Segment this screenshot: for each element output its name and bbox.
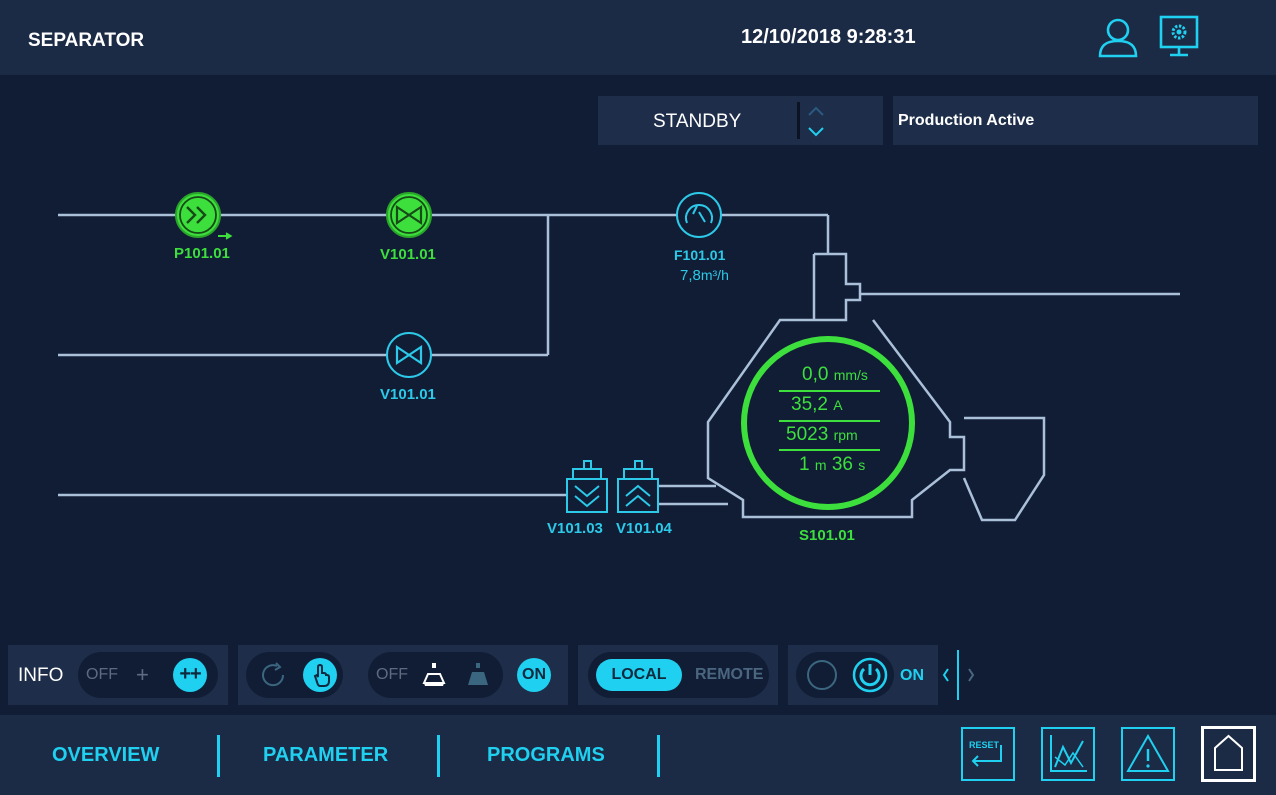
reset-icon-text: RESET: [969, 740, 1000, 750]
flowmeter-f101-01-label: F101.01: [674, 247, 726, 263]
vibration-unit: mm/s: [833, 367, 868, 383]
bowl-control-panel: OFF ON: [238, 645, 568, 705]
nav-programs[interactable]: PROGRAMS: [487, 744, 605, 766]
location-control-panel: LOCAL REMOTE: [578, 645, 778, 705]
mode-label: STANDBY: [653, 111, 742, 132]
mode-updown-icon[interactable]: [804, 100, 828, 142]
production-status-text: Production Active: [898, 112, 1035, 129]
runtime-seconds-unit: s: [858, 457, 866, 473]
local-remote-toggle[interactable]: LOCAL REMOTE: [588, 652, 769, 698]
valve-v101-04-label: V101.04: [616, 520, 672, 537]
power-on-label: ON: [900, 667, 924, 684]
header-bar: SEPARATOR 12/10/2018 9:28:31: [0, 0, 1276, 75]
separator-s101-01-label: S101.01: [799, 527, 855, 544]
runtime-readout: 1 m 36 s: [799, 454, 865, 476]
speed-readout: 5023 rpm: [786, 424, 858, 446]
current-value: 35,2: [791, 394, 828, 415]
user-icon: [1098, 18, 1138, 58]
pipes: [58, 213, 1180, 506]
flow-rate-value: 7,8: [680, 267, 701, 284]
speed-unit: rpm: [833, 427, 858, 443]
runtime-minutes-unit: m: [814, 457, 827, 473]
bowl-toggle[interactable]: OFF: [368, 652, 503, 698]
warning-icon: [1121, 727, 1175, 781]
production-status: Production Active: [893, 96, 1258, 145]
reset-button[interactable]: RESET: [961, 727, 1015, 781]
trend-button[interactable]: [1041, 727, 1095, 781]
auto-manual-toggle[interactable]: [246, 652, 343, 698]
operation-mode-selector[interactable]: STANDBY: [598, 96, 883, 145]
flow-rate-readout: 7,8m³/h: [680, 267, 729, 284]
valve-v101-04-icon[interactable]: [617, 460, 659, 513]
user-button[interactable]: [1096, 14, 1140, 60]
auto-refresh-icon[interactable]: [258, 660, 288, 690]
speed-value: 5023: [786, 424, 829, 445]
bowl-off-option[interactable]: OFF: [376, 666, 408, 683]
power-off-circle-icon[interactable]: [806, 659, 838, 691]
nav-parameter[interactable]: PARAMETER: [263, 744, 389, 766]
valve-v101-01-top-label: V101.01: [380, 246, 436, 263]
vibration-readout: 0,0 mm/s: [802, 364, 868, 386]
settings-monitor-icon: [1159, 15, 1199, 57]
bowl-open-icon[interactable]: [420, 661, 448, 689]
page-right-icon: [968, 668, 975, 682]
valve-v101-01-mid-label: V101.01: [380, 386, 436, 403]
info-off-option[interactable]: OFF: [86, 666, 118, 683]
pump-p101-01-icon[interactable]: [175, 192, 233, 240]
reset-icon: RESET: [961, 727, 1015, 781]
info-label: INFO: [18, 665, 64, 686]
nav-overview[interactable]: OVERVIEW: [52, 744, 160, 766]
flow-rate-unit: m³/h: [700, 267, 729, 283]
trend-chart-icon: [1041, 727, 1095, 781]
datetime: 12/10/2018 9:28:31: [741, 26, 916, 48]
separator-body-outline: [706, 252, 1046, 522]
pump-p101-01-label: P101.01: [174, 245, 230, 262]
runtime-minutes: 1: [799, 454, 810, 475]
control-strip-pager[interactable]: [938, 648, 980, 702]
current-unit: A: [833, 397, 843, 413]
process-diagram: [58, 192, 1180, 522]
valve-v101-03-label: V101.03: [547, 520, 603, 537]
vibration-value: 0,0: [802, 364, 829, 385]
local-option[interactable]: LOCAL: [596, 659, 682, 691]
info-plus-option[interactable]: +: [136, 662, 149, 687]
power-on-icon[interactable]: [852, 657, 888, 693]
nav-separator: [437, 735, 440, 777]
info-control-panel: INFO OFF + ++: [8, 645, 228, 705]
app-title: SEPARATOR: [28, 30, 145, 51]
settings-button[interactable]: [1158, 14, 1202, 60]
remote-option[interactable]: REMOTE: [695, 666, 764, 683]
nav-separator: [657, 735, 660, 777]
mode-divider: [797, 102, 800, 139]
runtime-seconds: 36: [831, 454, 853, 475]
page-left-icon: [942, 668, 949, 682]
power-control-panel: ON: [788, 645, 938, 705]
bowl-on-button[interactable]: ON: [517, 658, 551, 692]
info-level-toggle[interactable]: OFF + ++: [78, 652, 218, 698]
hand-icon: [313, 663, 330, 687]
valve-v101-03-icon[interactable]: [566, 460, 608, 513]
nav-separator: [217, 735, 220, 777]
power-toggle[interactable]: [796, 652, 894, 698]
home-icon: [1201, 726, 1256, 782]
footer-nav: OVERVIEW PARAMETER PROGRAMS RESET: [0, 715, 1276, 795]
valve-v101-01-mid-icon[interactable]: [386, 332, 432, 378]
flowmeter-f101-01-icon[interactable]: [676, 192, 722, 238]
alarm-button[interactable]: [1121, 727, 1175, 781]
current-readout: 35,2 A: [791, 394, 843, 416]
separator-status-ring[interactable]: [741, 336, 915, 510]
bowl-closed-icon[interactable]: [464, 661, 492, 689]
valve-v101-01-top-icon[interactable]: [386, 192, 432, 238]
info-plusplus-option[interactable]: ++: [173, 658, 207, 692]
manual-hand-button[interactable]: [303, 658, 337, 692]
home-button[interactable]: [1201, 726, 1256, 782]
